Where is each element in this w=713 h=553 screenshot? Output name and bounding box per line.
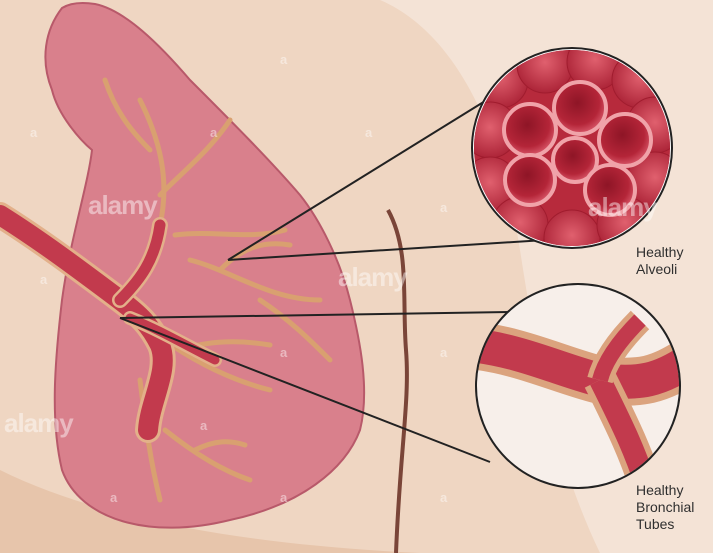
watermark-mark: a [440,345,447,360]
watermark-mark: a [40,272,47,287]
watermark-mark: a [200,418,207,433]
watermark: alamy [4,408,73,439]
label-healthy-bronchial-tubes: Healthy Bronchial Tubes [636,482,694,533]
watermark-mark: a [210,125,217,140]
watermark-mark: a [440,200,447,215]
watermark: alamy [588,192,657,223]
watermark-mark: a [440,490,447,505]
watermark-mark: a [110,490,117,505]
watermark-mark: a [280,345,287,360]
watermark: alamy [338,262,407,293]
watermark-mark: a [280,52,287,67]
label-healthy-alveoli: Healthy Alveoli [636,244,683,278]
watermark: alamy [88,190,157,221]
watermark-mark: a [365,125,372,140]
watermark-mark: a [280,490,287,505]
watermark-mark: a [30,125,37,140]
